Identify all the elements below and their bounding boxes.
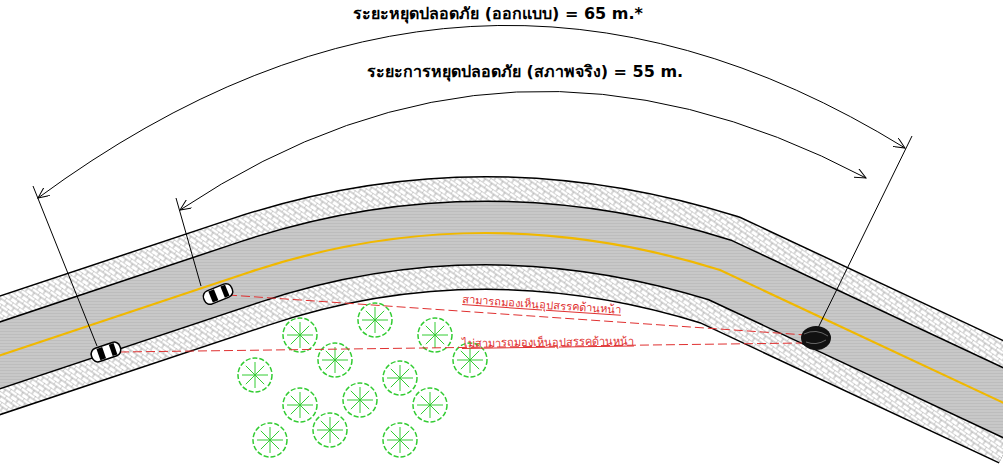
- tree-symbol: [383, 423, 417, 457]
- tree-symbol: [413, 388, 447, 422]
- car: [90, 340, 123, 363]
- obstacle: [801, 326, 831, 350]
- tree-symbol: [313, 413, 347, 447]
- dimension-label: ระยะหยุดปลอดภัย (ออกแบบ) = 65 m.*: [353, 1, 643, 26]
- trees: [238, 303, 487, 457]
- dimension-label: ระยะการหยุดปลอดภัย (สภาพจริง) = 55 m.: [367, 59, 683, 84]
- tree-symbol: [238, 358, 272, 392]
- tree-symbol: [283, 388, 317, 422]
- tree-symbol: [418, 318, 452, 352]
- road: [0, 233, 1003, 412]
- sight-label: ไม่สามารถมองเห็นอุปสรรคด้านหน้า: [462, 332, 634, 352]
- tree-symbol: [318, 343, 352, 377]
- tree-symbol: [343, 383, 377, 417]
- tree-symbol: [358, 303, 392, 337]
- tree-symbol: [283, 318, 317, 352]
- tree-symbol: [383, 361, 417, 395]
- car: [201, 282, 234, 306]
- tree-symbol: [253, 423, 287, 457]
- dimension-arcs: [33, 25, 912, 346]
